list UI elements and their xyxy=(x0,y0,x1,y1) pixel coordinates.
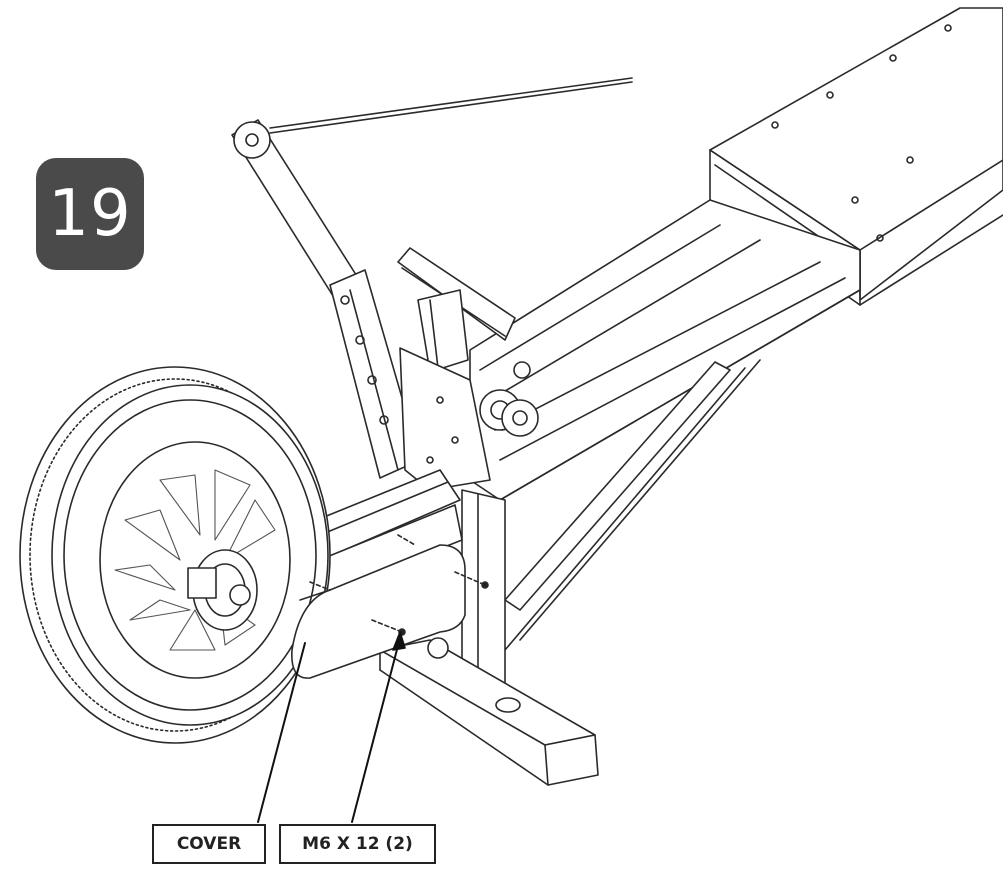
monitor-assembly xyxy=(398,248,515,372)
support-post xyxy=(380,490,598,785)
screw-markers xyxy=(310,535,485,632)
cover-label: COVER xyxy=(176,834,242,854)
screw-leader-line xyxy=(352,638,400,822)
step-number-badge: 19 xyxy=(36,158,144,270)
flywheel xyxy=(20,367,330,743)
step-number: 19 xyxy=(48,177,132,251)
cover-plate xyxy=(292,545,465,678)
cover-callout: COVER xyxy=(152,824,266,864)
screw-callout: M6 X 12 (2) xyxy=(279,824,436,864)
screw-label: M6 X 12 (2) xyxy=(302,834,413,854)
cover-leader-line xyxy=(258,643,305,822)
front-frame xyxy=(470,200,860,650)
handle-arm xyxy=(232,78,632,490)
screw-arrow-head xyxy=(393,632,405,650)
